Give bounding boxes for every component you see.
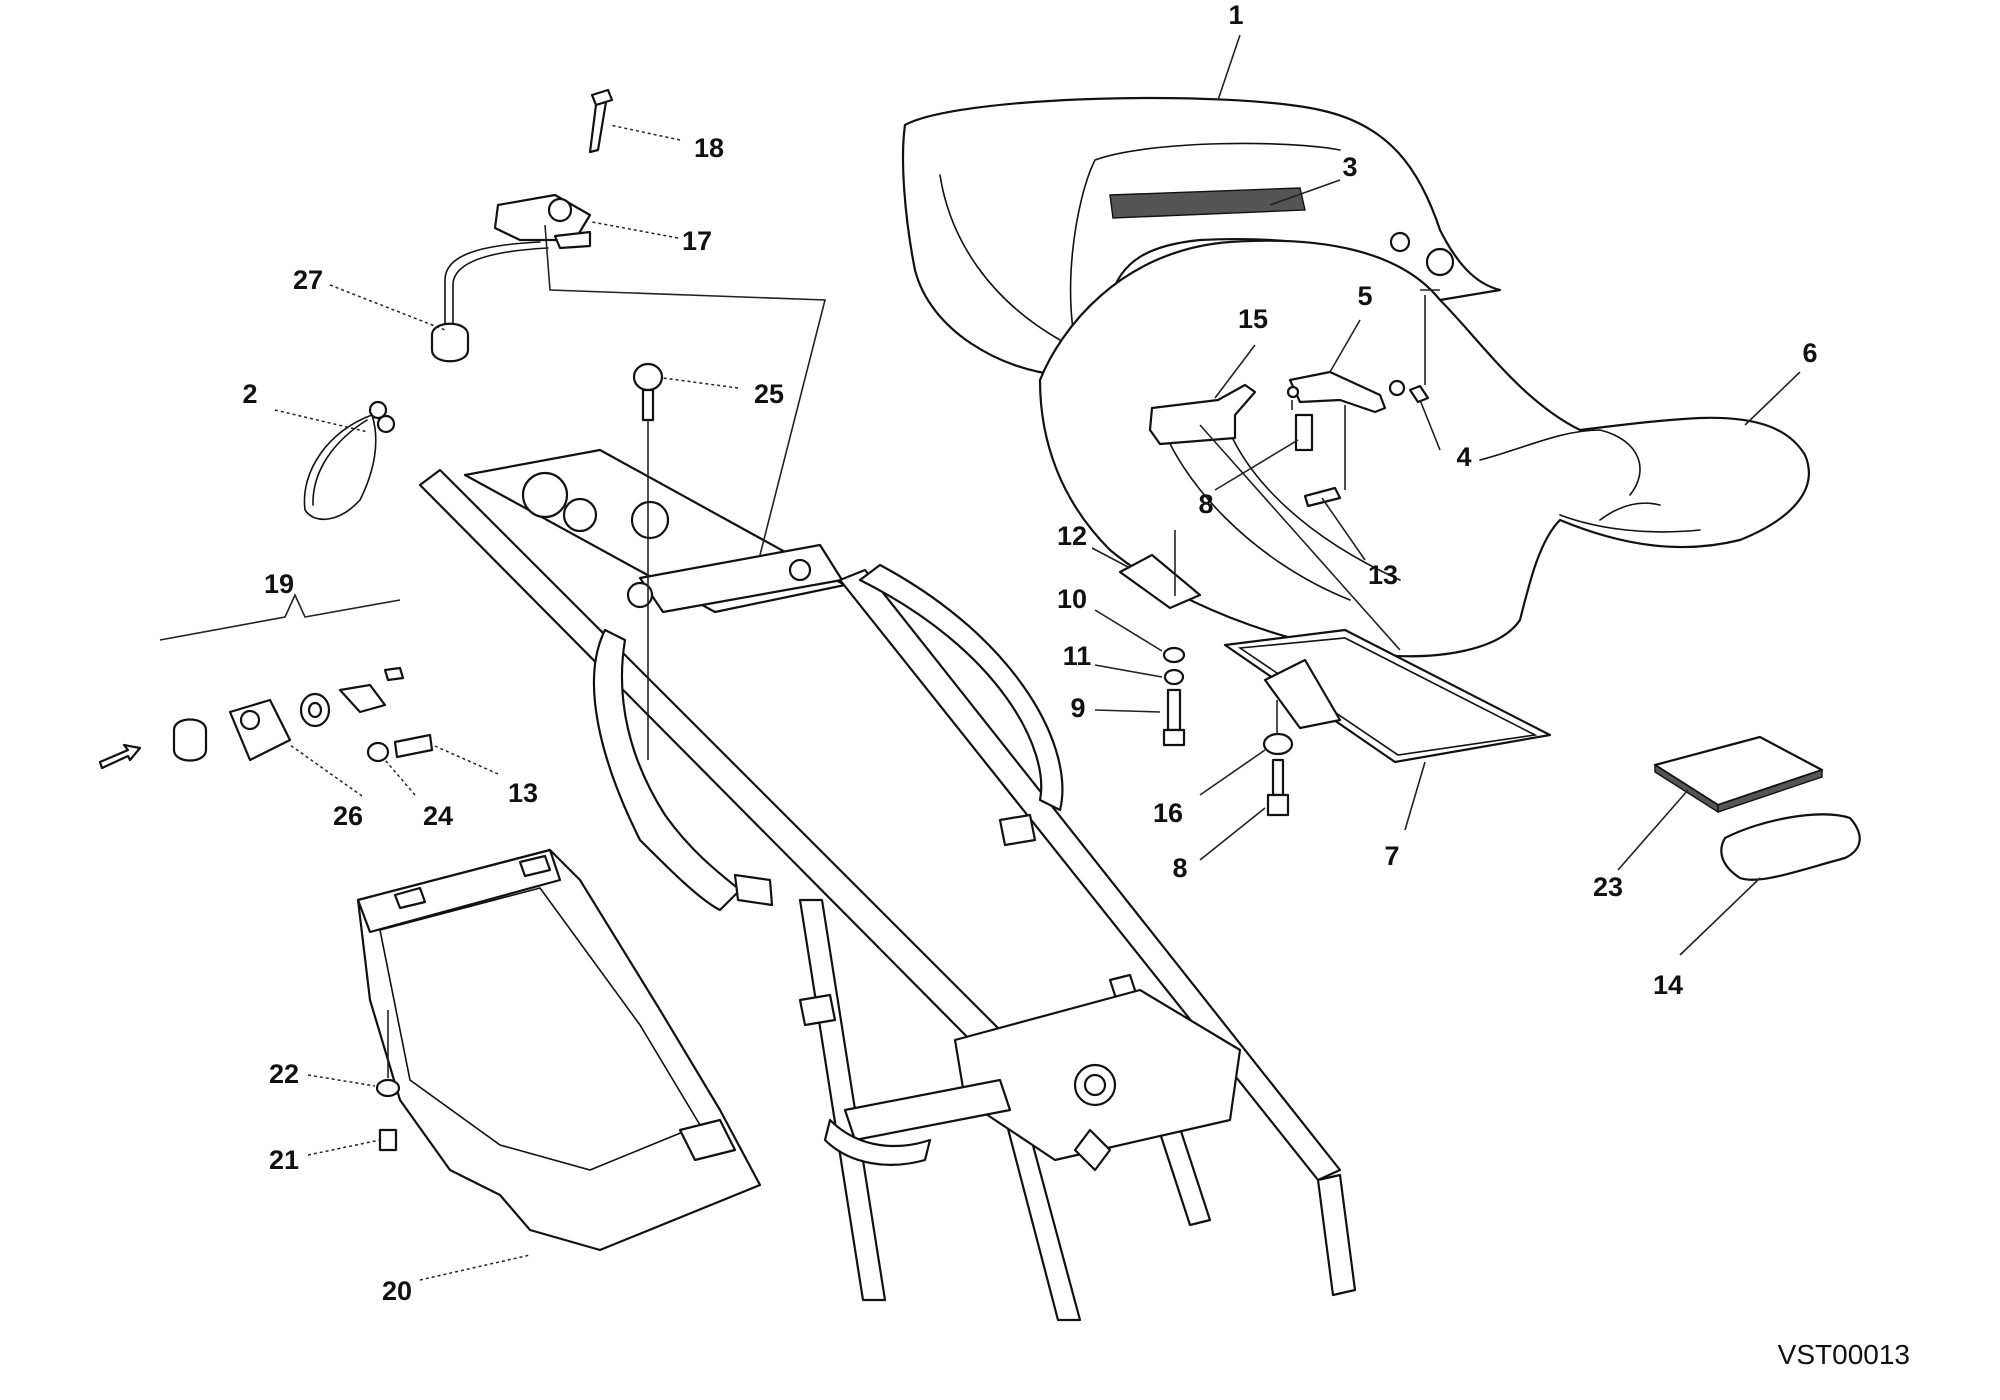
callout-14: 14 bbox=[1653, 970, 1683, 1000]
callout-13-upper: 13 bbox=[1368, 560, 1398, 590]
seat-assembly bbox=[901, 96, 1810, 658]
drawing-code: VST00013 bbox=[1778, 1339, 1910, 1370]
callout-6: 6 bbox=[1802, 338, 1817, 368]
tray-20 bbox=[356, 848, 762, 1252]
callout-17: 17 bbox=[682, 226, 712, 256]
callout-24: 24 bbox=[423, 801, 453, 831]
callout-26: 26 bbox=[333, 801, 363, 831]
rear-subframe bbox=[418, 448, 1357, 1322]
bracket-5 bbox=[1288, 370, 1387, 414]
seat-label-patch bbox=[1109, 187, 1306, 219]
callout-15: 15 bbox=[1238, 304, 1268, 334]
bracket-15 bbox=[1148, 383, 1257, 446]
callout-8-lower: 8 bbox=[1172, 853, 1187, 883]
callout-5: 5 bbox=[1357, 281, 1372, 311]
lock-group bbox=[98, 593, 434, 770]
pad-23 bbox=[1653, 735, 1824, 807]
callout-2: 2 bbox=[242, 379, 257, 409]
centre-hardware bbox=[1118, 530, 1294, 817]
callout-19: 19 bbox=[264, 569, 294, 599]
callout-7: 7 bbox=[1384, 841, 1399, 871]
loose-pads bbox=[1653, 735, 1861, 881]
plate-12 bbox=[1118, 553, 1202, 610]
lower-tray bbox=[356, 848, 762, 1252]
callout-23: 23 bbox=[1593, 872, 1623, 902]
callout-labels: 1 3 15 5 6 4 8 13 12 10 11 9 16 8 7 23 1… bbox=[242, 0, 1817, 1306]
callout-10: 10 bbox=[1057, 584, 1087, 614]
callout-4: 4 bbox=[1456, 442, 1471, 472]
seat-base-pan bbox=[1223, 628, 1552, 764]
callout-3: 3 bbox=[1342, 152, 1357, 182]
seat-brackets bbox=[1148, 231, 1455, 508]
cable-2 bbox=[303, 400, 396, 521]
callout-20: 20 bbox=[382, 1276, 412, 1306]
grommet-27 bbox=[430, 322, 470, 363]
callout-21: 21 bbox=[269, 1145, 299, 1175]
bolt-25 bbox=[632, 362, 664, 422]
nut-bolt-21-22 bbox=[375, 1010, 401, 1152]
callout-1: 1 bbox=[1228, 0, 1243, 30]
callout-22: 22 bbox=[269, 1059, 299, 1089]
callout-13-lower: 13 bbox=[508, 778, 538, 808]
pad-14 bbox=[1720, 813, 1861, 881]
callout-16: 16 bbox=[1153, 798, 1183, 828]
seat-front-pad bbox=[1038, 239, 1810, 658]
callout-27: 27 bbox=[293, 265, 323, 295]
callout-25: 25 bbox=[754, 379, 784, 409]
callout-11: 11 bbox=[1063, 641, 1092, 671]
callout-12: 12 bbox=[1057, 521, 1087, 551]
seat-latch bbox=[430, 88, 614, 363]
leader-lines bbox=[274, 34, 1801, 1281]
callout-9: 9 bbox=[1070, 693, 1085, 723]
callout-8-upper: 8 bbox=[1198, 489, 1213, 519]
callout-18: 18 bbox=[694, 133, 724, 163]
